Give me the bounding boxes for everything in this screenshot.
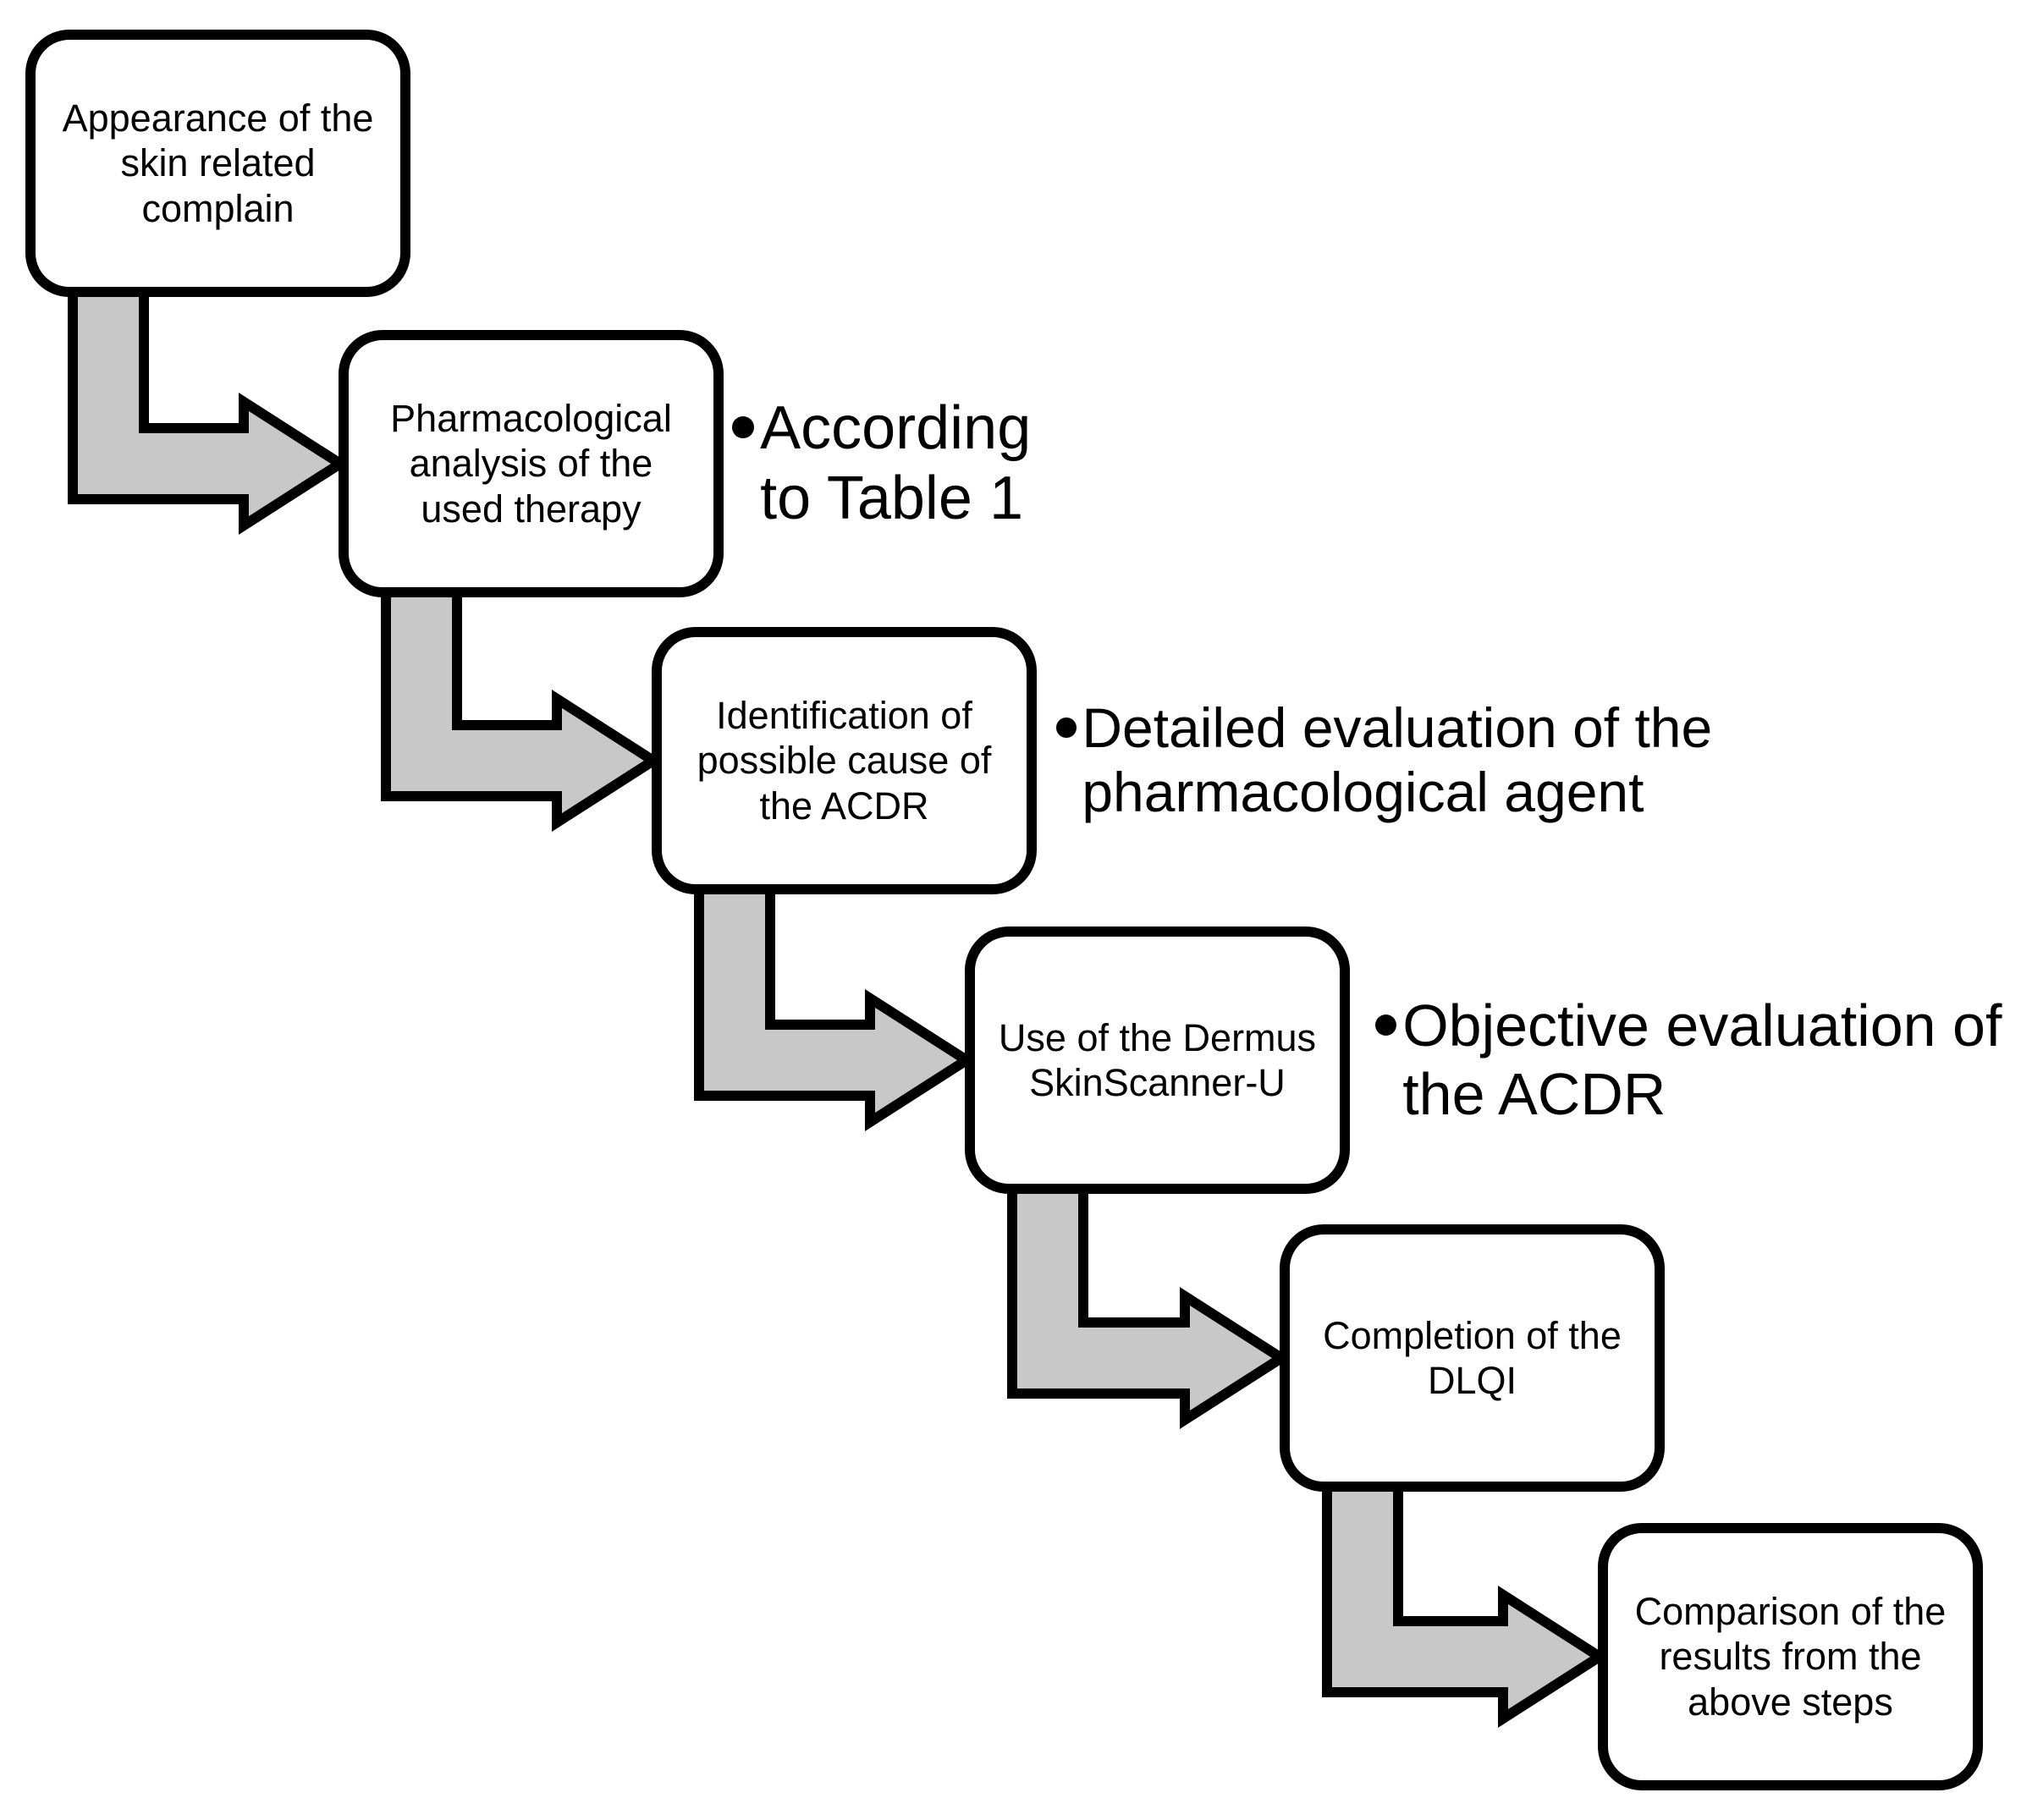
step-box-identification: Identification of possible cause of the … bbox=[652, 627, 1037, 894]
step-text-line: results from the bbox=[1659, 1635, 1922, 1679]
step-text-line: Comparison of the bbox=[1634, 1590, 1947, 1634]
step-box-text: Use of the Dermus SkinScanner-U bbox=[999, 1015, 1316, 1105]
annotation-according-to-table-1: According to Table 1 bbox=[732, 393, 1031, 534]
step-box-text: Completion of the DLQI bbox=[1323, 1313, 1622, 1403]
flow-arrow-4 bbox=[1007, 1182, 1291, 1429]
flow-arrow-1 bbox=[68, 285, 350, 535]
step-text-line: above steps bbox=[1688, 1680, 1893, 1724]
step-text-line: the ACDR bbox=[759, 784, 929, 828]
step-text-line: Pharmacological bbox=[390, 397, 672, 441]
step-text-line: possible cause of bbox=[697, 739, 992, 783]
annotation-line: Objective evaluation of bbox=[1402, 992, 2002, 1058]
bullet-icon bbox=[1375, 1014, 1397, 1036]
flow-arrow-2 bbox=[381, 586, 664, 832]
annotation-line: Detailed evaluation of the bbox=[1082, 696, 1713, 759]
annotation-line: pharmacological agent bbox=[1082, 760, 1644, 823]
step-text-line: Identification of bbox=[716, 694, 972, 738]
annotation-text: According to Table 1 bbox=[760, 393, 1031, 534]
step-text-line: DLQI bbox=[1427, 1359, 1517, 1402]
step-box-text: Appearance of the skin related complain bbox=[63, 96, 374, 230]
annotation-detailed-evaluation: Detailed evaluation of the pharmacologic… bbox=[1056, 696, 1712, 825]
step-box-text: Pharmacological analysis of the used the… bbox=[390, 396, 672, 531]
step-text-line: Completion of the bbox=[1323, 1313, 1622, 1357]
bullet-icon bbox=[732, 416, 754, 439]
step-box-dlqi: Completion of the DLQI bbox=[1280, 1224, 1665, 1492]
annotation-line: to Table 1 bbox=[760, 464, 1024, 532]
flow-arrow-5 bbox=[1322, 1480, 1610, 1728]
step-text-line: complain bbox=[141, 186, 295, 230]
annotation-line: According bbox=[760, 394, 1032, 462]
annotation-objective-evaluation: Objective evaluation of the ACDR bbox=[1375, 992, 2002, 1128]
step-text-line: skin related bbox=[120, 141, 316, 185]
step-box-skinscanner: Use of the Dermus SkinScanner-U bbox=[965, 926, 1350, 1194]
step-box-text: Identification of possible cause of the … bbox=[697, 693, 992, 828]
annotation-text: Objective evaluation of the ACDR bbox=[1402, 992, 2002, 1128]
step-box-comparison: Comparison of the results from the above… bbox=[1598, 1523, 1983, 1790]
step-text-line: Use of the Dermus bbox=[998, 1015, 1317, 1059]
flow-arrow-3 bbox=[694, 883, 977, 1131]
step-box-pharmacological-analysis: Pharmacological analysis of the used the… bbox=[339, 330, 724, 597]
step-box-text: Comparison of the results from the above… bbox=[1635, 1589, 1947, 1724]
step-text-line: SkinScanner-U bbox=[1029, 1061, 1286, 1104]
step-text-line: analysis of the bbox=[409, 442, 653, 486]
annotation-line: the ACDR bbox=[1402, 1060, 1666, 1127]
bullet-icon bbox=[1056, 718, 1077, 738]
step-text-line: used therapy bbox=[421, 487, 642, 531]
step-text-line: Appearance of the bbox=[62, 96, 374, 140]
annotation-text: Detailed evaluation of the pharmacologic… bbox=[1082, 696, 1712, 825]
step-box-appearance: Appearance of the skin related complain bbox=[25, 30, 410, 297]
